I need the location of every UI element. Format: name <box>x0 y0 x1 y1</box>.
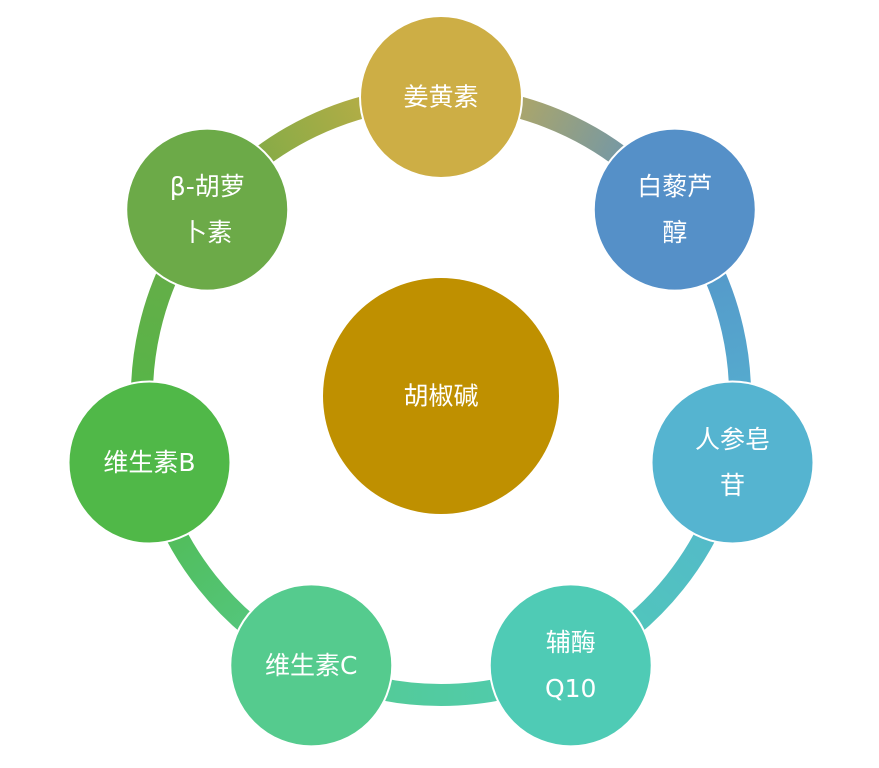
node-label: 人参皂 <box>695 425 770 454</box>
node-label: 姜黄素 <box>403 83 478 112</box>
outer-node: 辅酶 Q10 <box>488 583 653 748</box>
node-circle <box>229 583 394 748</box>
center-node: 胡椒碱 <box>323 278 559 514</box>
outer-node: 维生素C <box>229 583 394 748</box>
node-label: 白藜芦 <box>637 172 712 201</box>
center-label: 胡椒碱 <box>403 382 478 411</box>
node-circle <box>125 127 290 292</box>
node-circle <box>67 380 232 545</box>
node-circle <box>650 380 815 545</box>
node-circle <box>488 583 653 748</box>
node-label: 苷 <box>720 471 745 500</box>
node-label: β-胡萝 <box>170 172 245 201</box>
outer-node: 姜黄素 <box>359 15 523 179</box>
node-label: 辅酶 <box>546 628 596 657</box>
node-label: 维生素C <box>265 651 357 680</box>
outer-node: 维生素B <box>67 380 232 545</box>
node-label: 卜素 <box>182 218 232 247</box>
node-label: 醇 <box>662 218 687 247</box>
node-circle <box>592 127 757 292</box>
node-label: Q10 <box>545 674 597 703</box>
node-label: 维生素B <box>103 448 195 477</box>
center-circle <box>323 278 559 514</box>
node-circle <box>359 15 523 179</box>
